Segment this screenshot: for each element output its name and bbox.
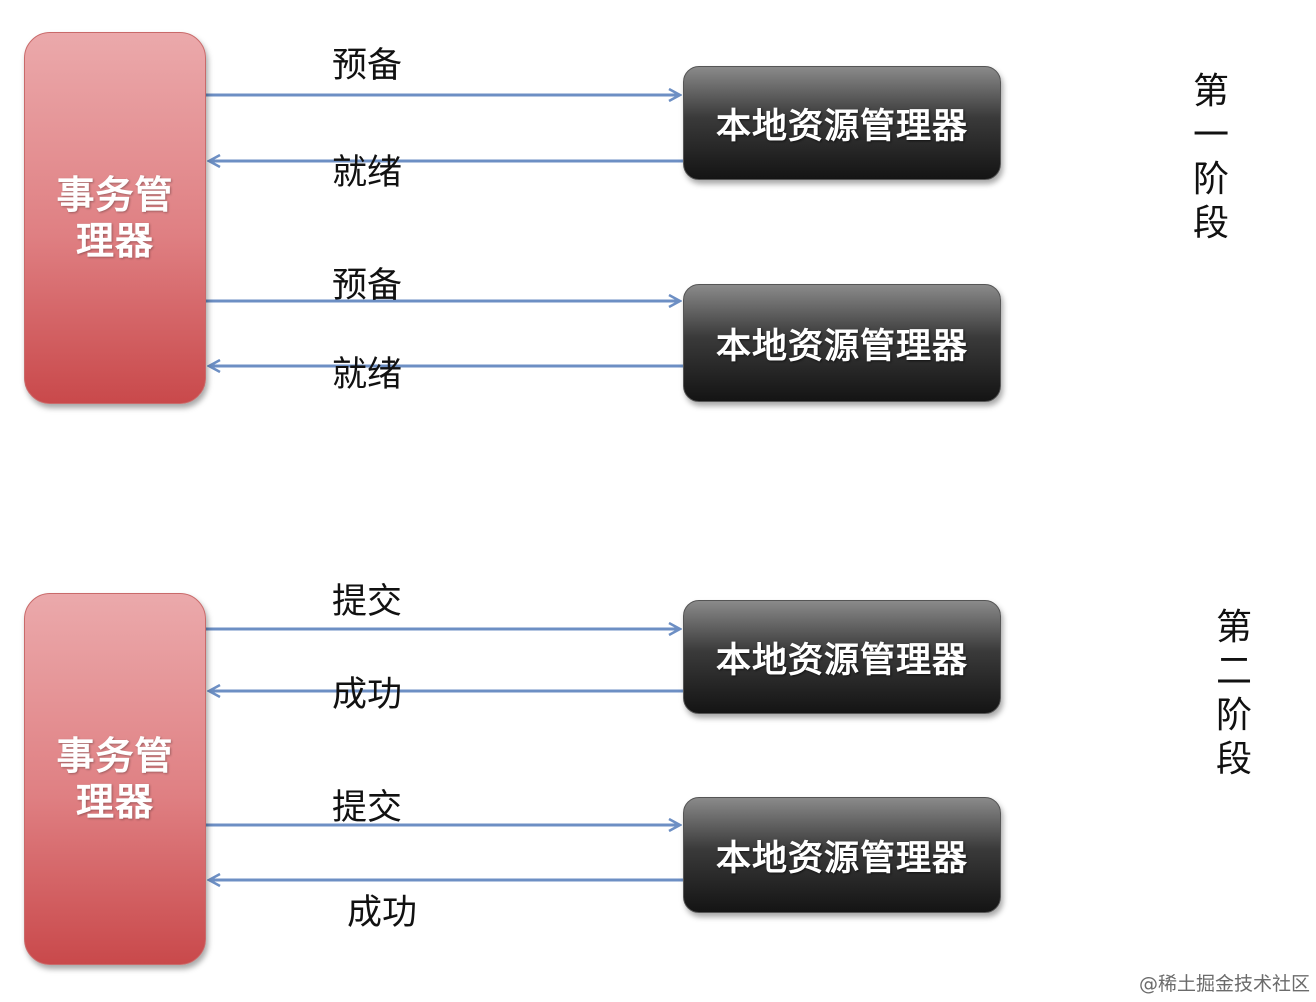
phase-two-label: 第二阶段 [1215,607,1252,780]
label-commit-1: 提交 [332,582,403,622]
label-prepare-2: 预备 [332,266,403,306]
label-commit-2: 提交 [332,788,403,828]
label-ready-2: 就绪 [332,355,403,395]
transaction-manager-label: 事务管理器 [56,173,174,263]
resource-manager-phase1-2: 本地资源管理器 [683,284,1001,402]
resource-manager-label: 本地资源管理器 [715,838,968,879]
resource-manager-label: 本地资源管理器 [715,640,968,681]
resource-manager-label: 本地资源管理器 [715,326,968,367]
transaction-manager-label: 事务管理器 [56,734,174,824]
label-success-2: 成功 [347,893,418,933]
transaction-manager-phase1: 事务管理器 [24,32,206,404]
resource-manager-phase1-1: 本地资源管理器 [683,66,1001,180]
label-ready-1: 就绪 [332,153,403,193]
resource-manager-phase2-2: 本地资源管理器 [683,797,1001,913]
watermark: @稀土掘金技术社区 [1138,973,1310,995]
transaction-manager-phase2: 事务管理器 [24,593,206,965]
resource-manager-label: 本地资源管理器 [715,106,968,147]
label-prepare-1: 预备 [332,46,403,86]
resource-manager-phase2-1: 本地资源管理器 [683,600,1001,714]
label-success-1: 成功 [332,675,403,715]
phase-one-label: 第一阶段 [1192,71,1229,244]
